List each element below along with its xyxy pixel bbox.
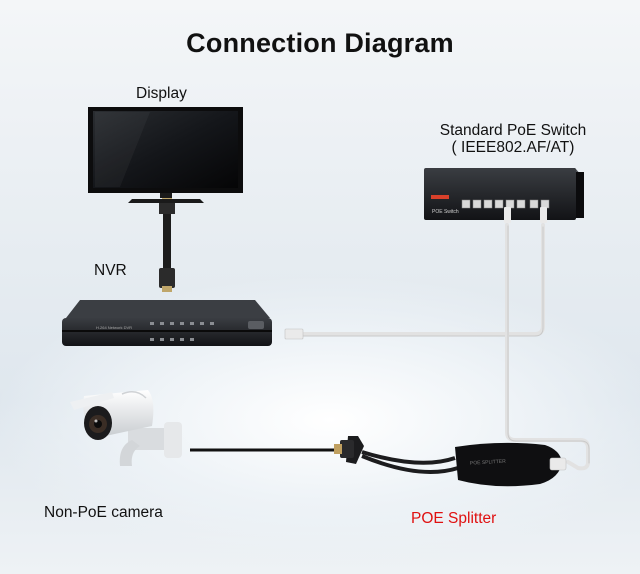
cable-nvr-to-switch <box>298 223 545 337</box>
vga-cable <box>159 196 175 292</box>
switch-label-line2: ( IEEE802.AF/AT) <box>451 139 575 156</box>
poe-splitter-icon: POE SPLITTER <box>334 436 567 487</box>
monitor-icon <box>88 107 243 203</box>
switch-label: Standard PoE Switch ( IEEE802.AF/AT) <box>432 122 594 156</box>
display-label: Display <box>136 85 187 102</box>
camera-label: Non-PoE camera <box>44 504 163 521</box>
svg-text:POE Switch: POE Switch <box>432 209 459 215</box>
camera-icon <box>70 390 182 466</box>
poe-switch-icon: POE Switch <box>424 168 584 223</box>
diagram-title: Connection Diagram <box>186 28 454 58</box>
nvr-label: NVR <box>94 262 127 279</box>
switch-label-line1: Standard PoE Switch <box>439 122 587 139</box>
svg-text:POE SPLITTER: POE SPLITTER <box>470 459 506 467</box>
splitter-label: POE Splitter <box>411 510 497 527</box>
svg-text:H.264 Network DVR: H.264 Network DVR <box>96 325 132 330</box>
nvr-icon: H.264 Network DVR <box>62 300 304 346</box>
cable-switch-to-splitter <box>505 223 590 471</box>
